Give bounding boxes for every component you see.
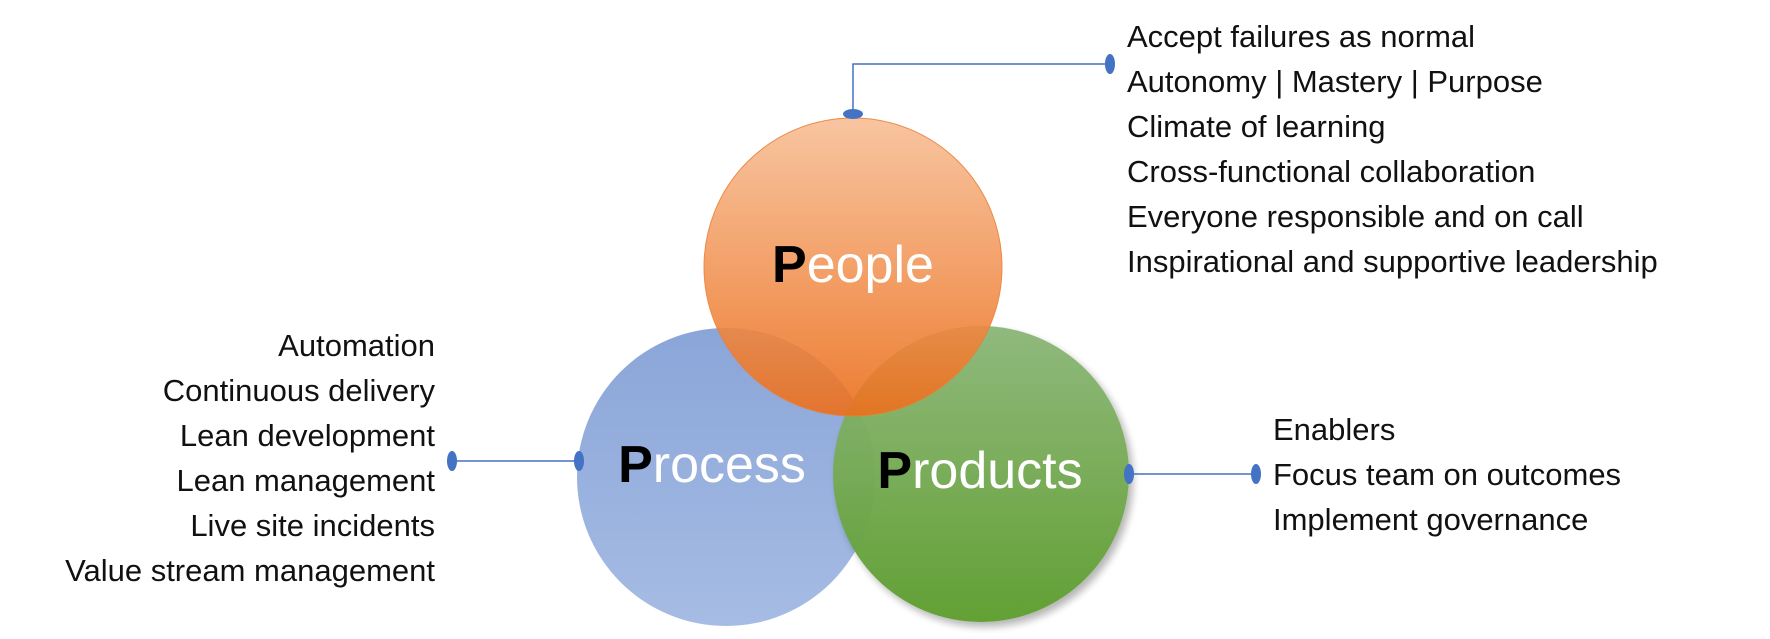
people-label: People [772,236,934,294]
list-item: Accept failures as normal [1127,19,1476,54]
list-item: Continuous delivery [162,373,435,408]
list-item: Cross-functional collaboration [1127,154,1536,189]
list-item: Live site incidents [190,508,435,543]
list-item: Everyone responsible and on call [1127,199,1584,234]
process-items-list: Automation Continuous delivery Lean deve… [65,323,435,593]
list-item: Autonomy | Mastery | Purpose [1127,64,1543,99]
list-item: Implement governance [1273,502,1589,537]
people-connector [852,63,1110,113]
list-item: Inspirational and supportive leadership [1127,244,1658,279]
list-item: Automation [278,328,435,363]
list-item: Lean development [179,418,435,453]
connector-dot [1105,54,1115,74]
connector-dot [843,109,863,119]
list-item: Lean management [176,463,435,498]
products-label: Products [877,442,1082,500]
list-item: Climate of learning [1127,109,1386,144]
connector-dot [1251,464,1261,484]
people-items-list: Accept failures as normal Autonomy | Mas… [1127,14,1658,284]
list-item: Enablers [1273,412,1396,447]
connector-dot [1124,464,1134,484]
process-label: Process [618,436,806,494]
connector-dot [447,451,457,471]
list-item: Value stream management [65,553,435,588]
list-item: Focus team on outcomes [1273,457,1622,492]
products-items-list: Enablers Focus team on outcomes Implemen… [1273,407,1621,542]
connector-dot [574,451,584,471]
